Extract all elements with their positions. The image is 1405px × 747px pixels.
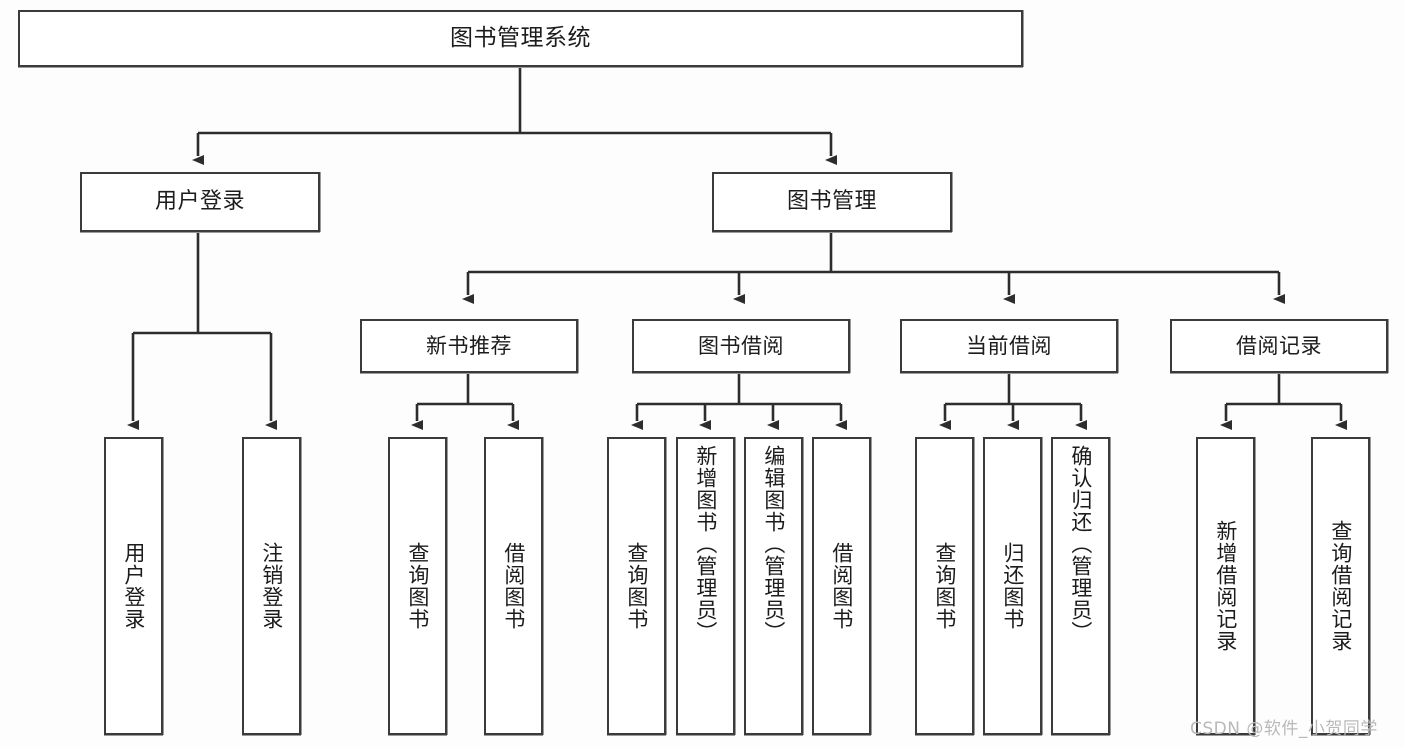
leaf-user-login-login[interactable]: 用户登录 (104, 437, 163, 735)
node-current-borrow[interactable]: 当前借阅 (900, 319, 1118, 373)
node-book-borrow[interactable]: 图书借阅 (632, 319, 850, 373)
node-root-system[interactable]: 图书管理系统 (18, 10, 1023, 67)
leaf-book-borrow-query-label: 查询图书 (624, 542, 649, 630)
leaf-user-login-login-label: 用户登录 (121, 542, 146, 630)
node-book-borrow-label: 图书借阅 (698, 333, 784, 358)
node-borrow-record[interactable]: 借阅记录 (1170, 319, 1388, 373)
node-book-manage-label: 图书管理 (786, 189, 877, 214)
node-user-login-label: 用户登录 (154, 189, 245, 214)
node-book-manage[interactable]: 图书管理 (712, 172, 952, 232)
leaf-borrow-record-add-label: 新增借阅记录 (1213, 520, 1238, 652)
leaf-book-borrow-edit[interactable]: 编辑图书（管理员） (744, 437, 803, 735)
leaf-current-borrow-confirm-label: 确认归还（管理员） (1068, 445, 1093, 643)
node-user-login[interactable]: 用户登录 (80, 172, 320, 232)
node-new-book-recommend[interactable]: 新书推荐 (360, 319, 578, 373)
leaf-book-borrow-add-label: 新增图书（管理员） (693, 445, 718, 643)
leaf-book-borrow-add[interactable]: 新增图书（管理员） (676, 437, 735, 735)
leaf-book-borrow-query[interactable]: 查询图书 (607, 437, 666, 735)
leaf-borrow-record-query[interactable]: 查询借阅记录 (1311, 437, 1370, 735)
leaf-book-borrow-lend[interactable]: 借阅图书 (812, 437, 871, 735)
leaf-user-login-logout[interactable]: 注销登录 (242, 437, 301, 735)
leaf-current-borrow-return-label: 归还图书 (1000, 542, 1025, 630)
node-borrow-record-label: 借阅记录 (1236, 333, 1322, 358)
leaf-user-login-logout-label: 注销登录 (259, 542, 284, 630)
leaf-current-borrow-return[interactable]: 归还图书 (983, 437, 1042, 735)
leaf-new-book-borrow[interactable]: 借阅图书 (484, 437, 543, 735)
leaf-book-borrow-lend-label: 借阅图书 (829, 542, 854, 630)
leaf-borrow-record-add[interactable]: 新增借阅记录 (1196, 437, 1255, 735)
leaf-book-borrow-edit-label: 编辑图书（管理员） (761, 445, 786, 643)
leaf-borrow-record-query-label: 查询借阅记录 (1328, 520, 1353, 652)
leaf-current-borrow-query-label: 查询图书 (932, 542, 957, 630)
csdn-watermark: CSDN @软件_小贺同学 (1190, 719, 1378, 739)
leaf-current-borrow-confirm[interactable]: 确认归还（管理员） (1051, 437, 1110, 735)
node-current-borrow-label: 当前借阅 (966, 333, 1052, 358)
node-new-book-recommend-label: 新书推荐 (426, 333, 512, 358)
leaf-new-book-query[interactable]: 查询图书 (388, 437, 447, 735)
node-root-system-label: 图书管理系统 (450, 25, 591, 51)
leaf-current-borrow-query[interactable]: 查询图书 (915, 437, 974, 735)
leaf-new-book-query-label: 查询图书 (405, 542, 430, 630)
leaf-new-book-borrow-label: 借阅图书 (501, 542, 526, 630)
